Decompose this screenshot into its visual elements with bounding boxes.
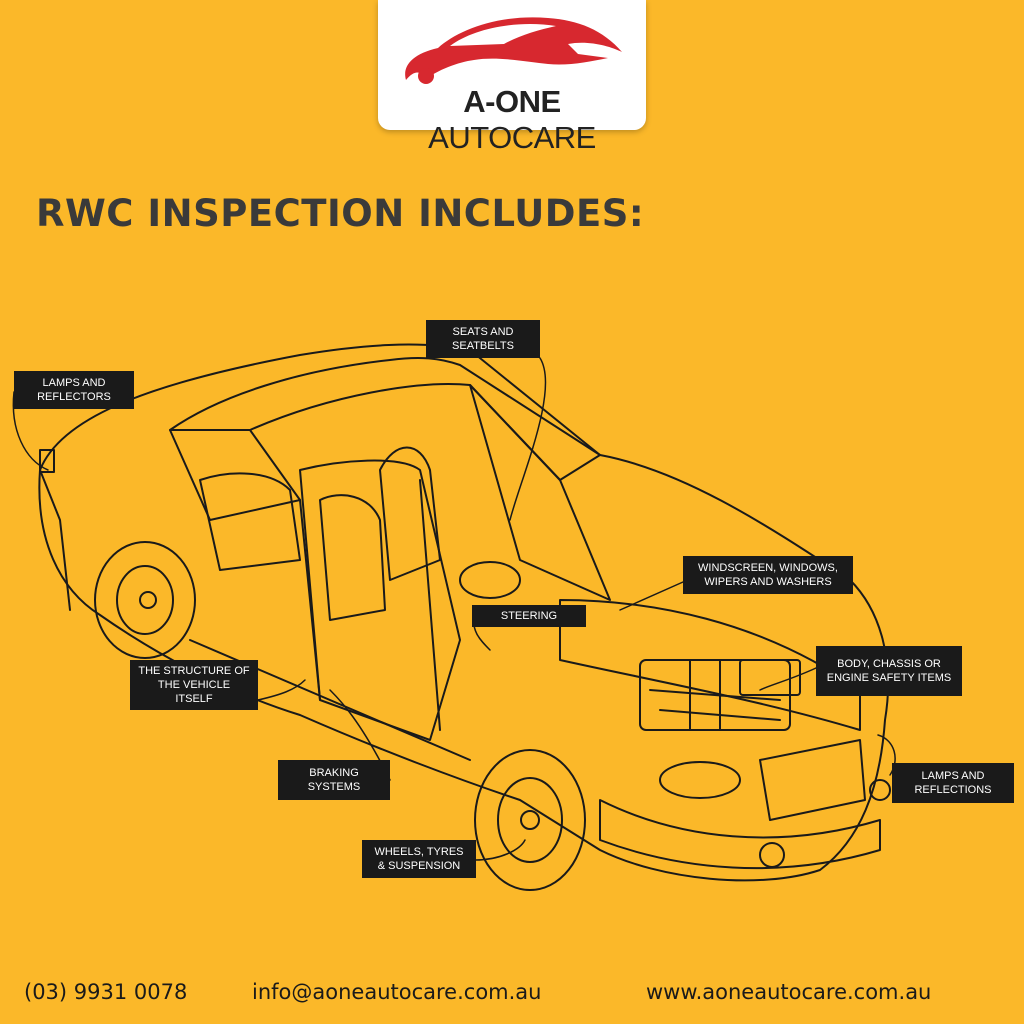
car-pillar-c (419, 479, 441, 731)
leader-lines (12, 357, 896, 861)
car-hood (559, 599, 861, 731)
brand-name-bold: A-ONE (463, 84, 561, 119)
car-battery (739, 659, 801, 696)
car-front-bumper (599, 799, 881, 870)
contact-website[interactable]: www.aoneautocare.com.au (646, 980, 932, 1004)
car-fog-light (759, 842, 785, 868)
car-seat-front (379, 446, 441, 581)
brand-name: A-ONE AUTOCARE (378, 84, 646, 156)
car-front-lamp (869, 779, 891, 801)
car-body-outline (38, 343, 890, 882)
car-seat-2 (319, 494, 386, 621)
car-steering-wheel (459, 561, 521, 599)
car-roof (169, 356, 601, 481)
rear-wheel (94, 541, 196, 659)
label-lamps-reflections-front: LAMPS AND REFLECTIONS (892, 763, 1014, 803)
label-seats-seatbelts: SEATS AND SEATBELTS (426, 320, 540, 358)
label-body-chassis: BODY, CHASSIS OR ENGINE SAFETY ITEMS (816, 646, 962, 696)
car-seat-rear (199, 472, 301, 571)
car-logo-icon (405, 17, 622, 84)
label-windscreen: WINDSCREEN, WINDOWS, WIPERS AND WASHERS (683, 556, 853, 594)
label-braking-systems: BRAKING SYSTEMS (278, 760, 390, 800)
car-rear-window (169, 429, 301, 521)
label-steering: STEERING (472, 605, 586, 627)
brand-name-light: AUTOCARE (428, 120, 596, 155)
label-wheels-tyres: WHEELS, TYRES & SUSPENSION (362, 840, 476, 878)
car-grille (759, 739, 866, 821)
label-lamps-reflectors-rear: LAMPS AND REFLECTORS (14, 371, 134, 409)
car-windscreen (469, 384, 611, 601)
label-vehicle-structure: THE STRUCTURE OF THE VEHICLE ITSELF (130, 660, 258, 710)
page-title: RWC INSPECTION INCLUDES: (36, 192, 645, 235)
car-tail (39, 469, 71, 611)
car-headlight (659, 761, 741, 799)
car-open-door (299, 459, 461, 741)
car-tail-light (39, 449, 55, 473)
front-wheel (474, 749, 586, 891)
contact-phone[interactable]: (03) 9931 0078 (24, 980, 188, 1004)
logo: A-ONE AUTOCARE (378, 0, 646, 155)
contact-email[interactable]: info@aoneautocare.com.au (252, 980, 542, 1004)
car-engine-detail (649, 659, 781, 731)
car-diagram (12, 343, 896, 891)
